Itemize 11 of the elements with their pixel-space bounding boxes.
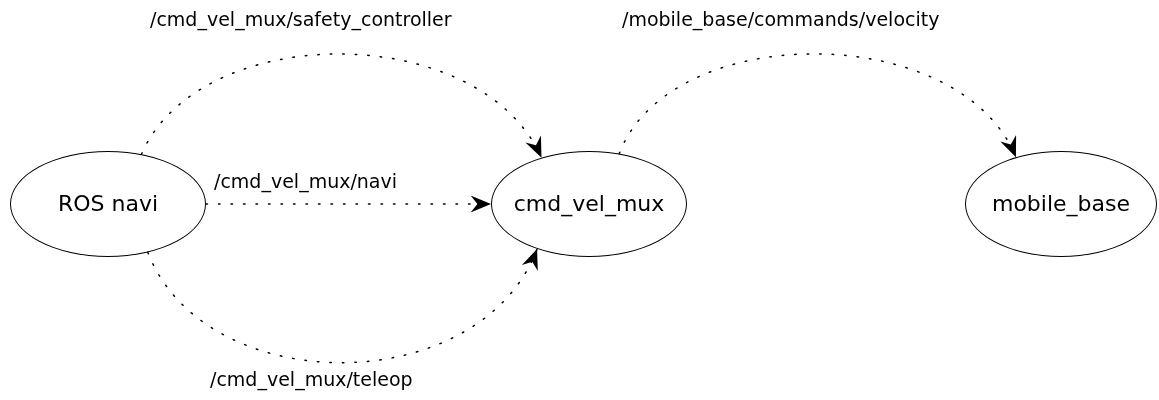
dotted-arrow	[618, 53, 1017, 158]
edge-label: /cmd_vel_mux/teleop	[210, 368, 413, 392]
edge-label: /cmd_vel_mux/safety_controller	[150, 8, 452, 32]
edge-label: /cmd_vel_mux/navi	[214, 170, 398, 194]
edge-label: /mobile_base/commands/velocity	[622, 8, 940, 32]
node-label: cmd_vel_mux	[513, 193, 665, 215]
dotted-arrow	[147, 248, 538, 364]
dotted-arrow	[205, 195, 492, 213]
dotted-arrow	[140, 53, 543, 159]
node-label: mobile_base	[991, 193, 1131, 215]
node-label: ROS navi	[57, 193, 159, 215]
